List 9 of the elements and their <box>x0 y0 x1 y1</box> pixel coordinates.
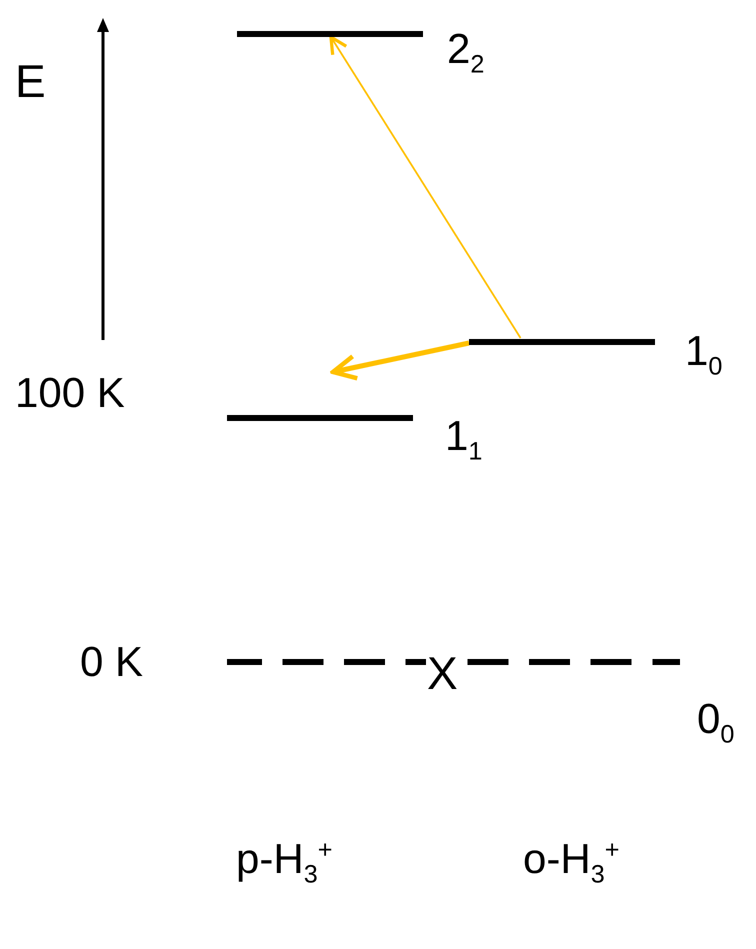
axis-label: E <box>15 58 46 104</box>
temperature-label: 100 K <box>15 372 125 414</box>
level-label: 1$_{1}$ <box>445 415 482 465</box>
arrow <box>330 340 470 381</box>
level-label: 2$_{2}$ <box>447 28 484 78</box>
level-label: 0$_{0}$ <box>697 698 734 748</box>
temperature-label: 0 K <box>80 641 144 683</box>
level-label: 1$_{0}$ <box>685 330 722 380</box>
arrow <box>329 35 522 338</box>
